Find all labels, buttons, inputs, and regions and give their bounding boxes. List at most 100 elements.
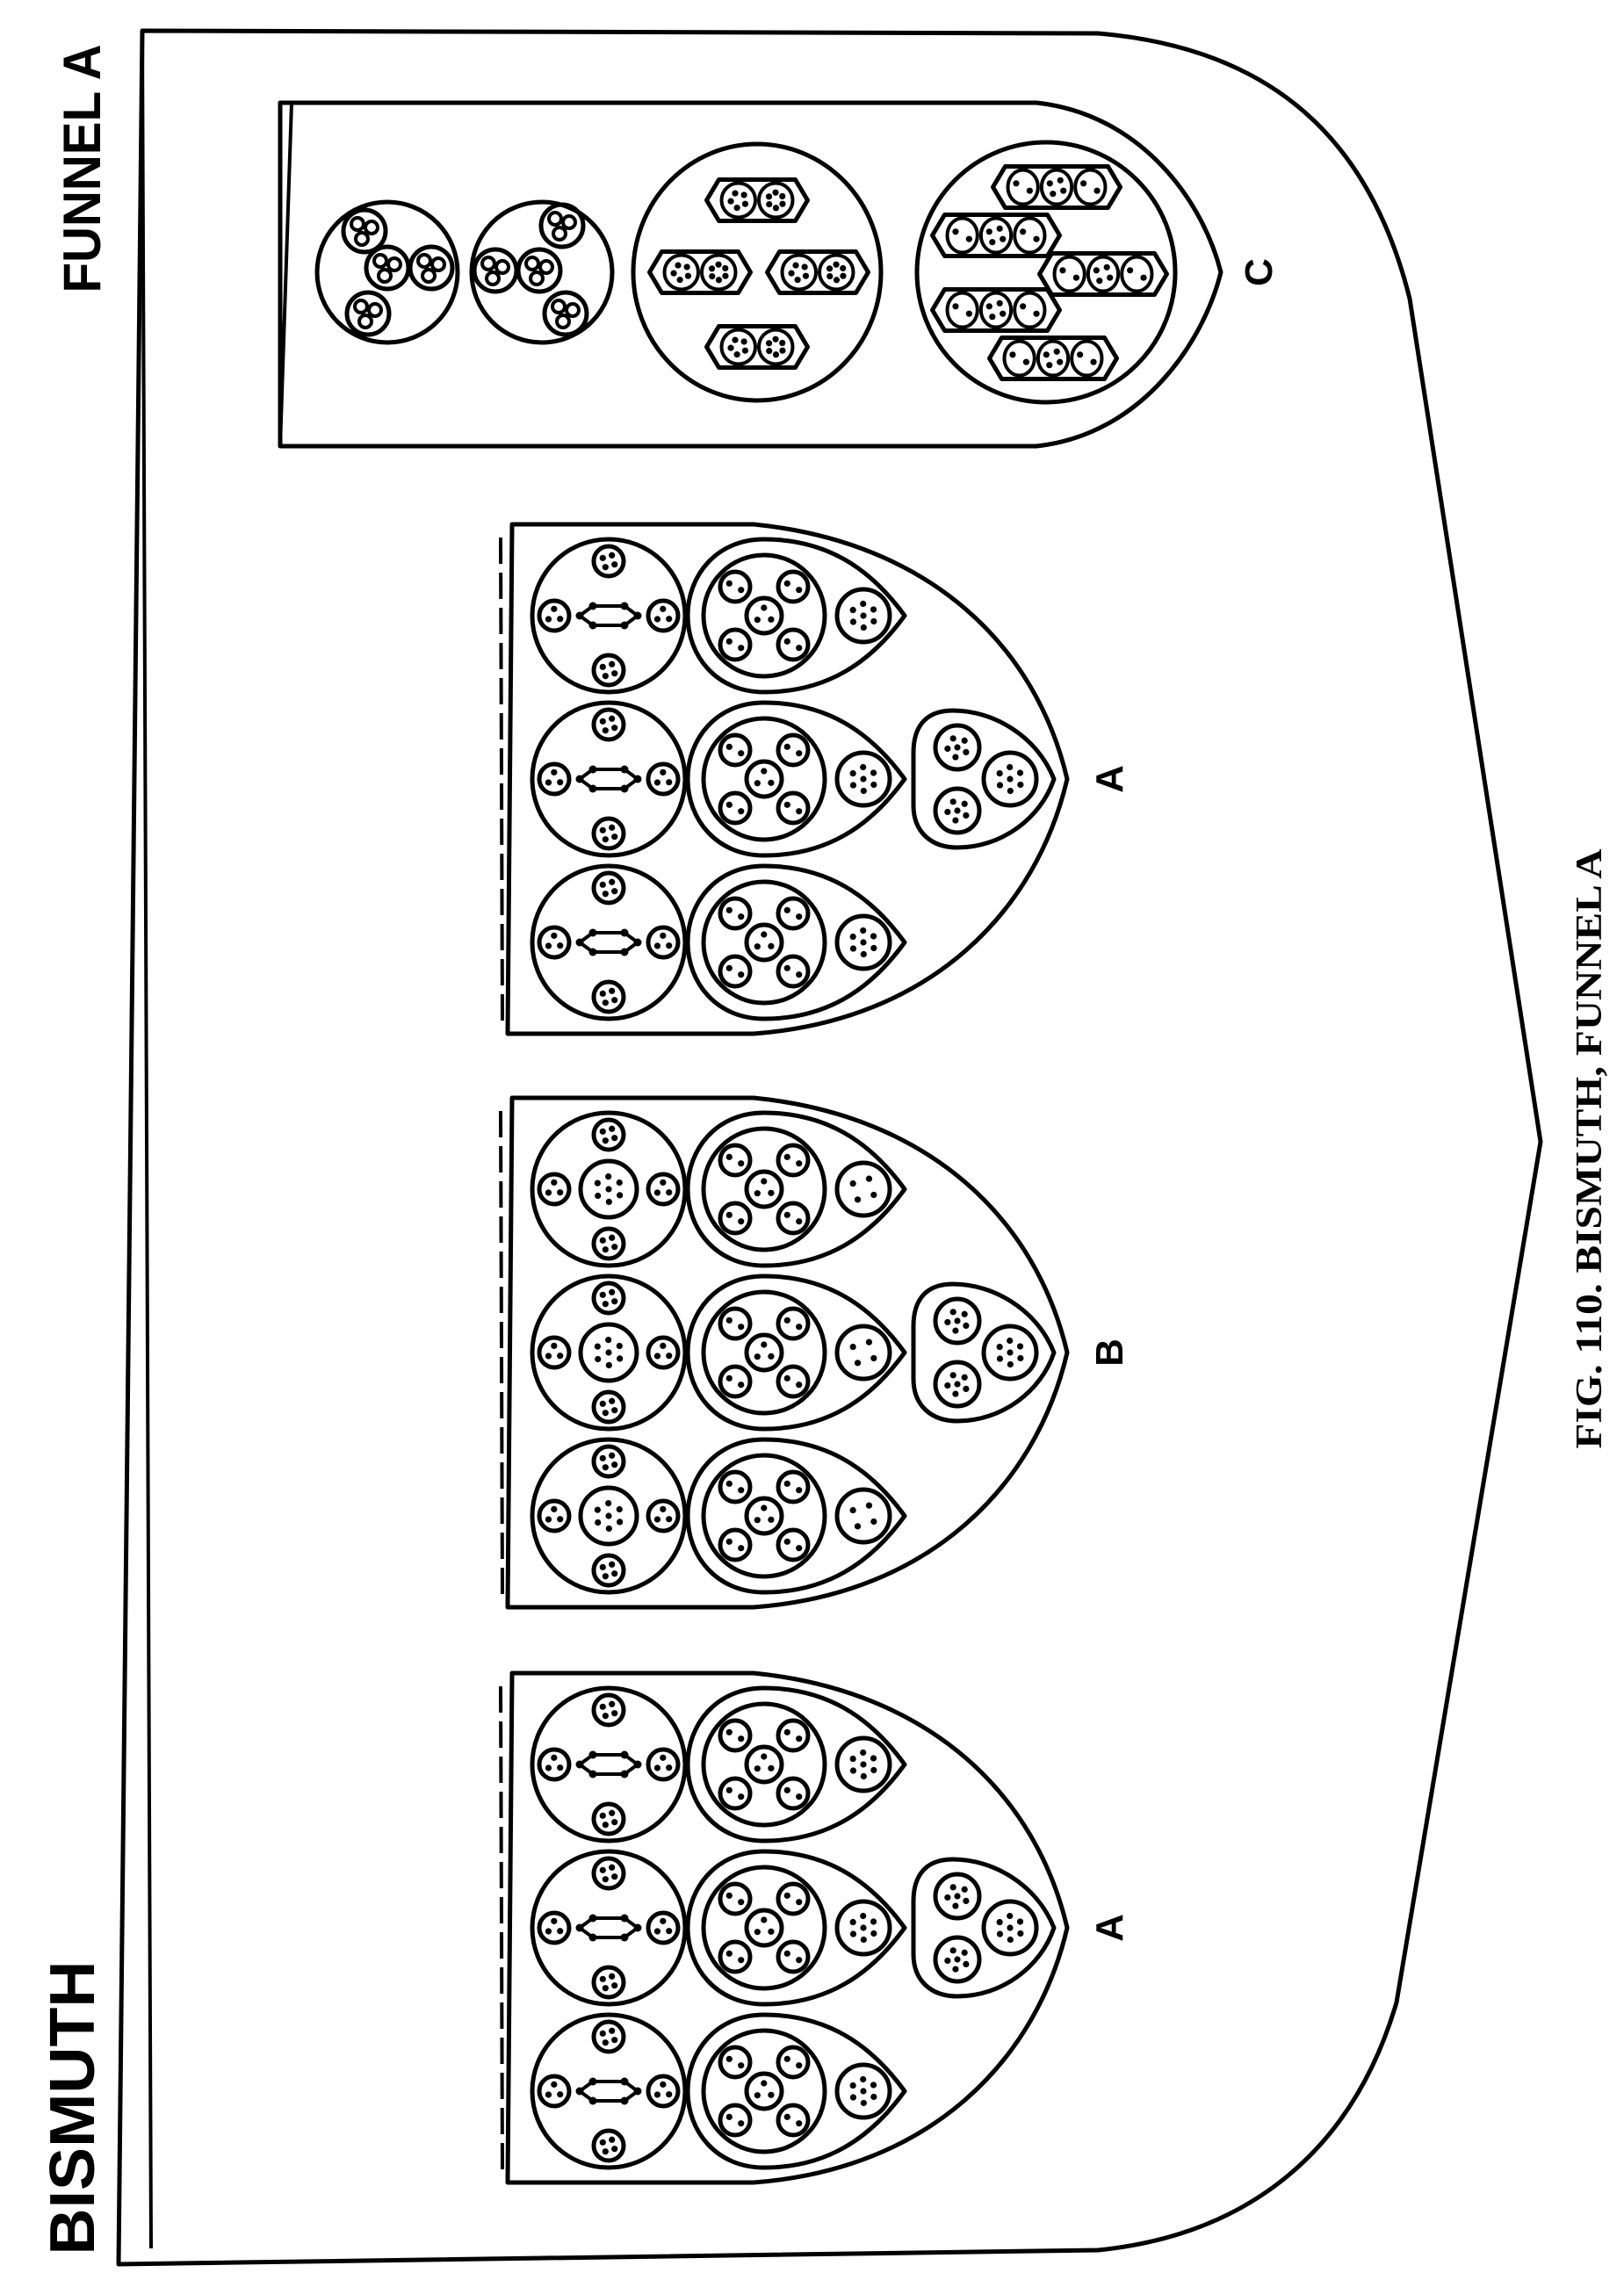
anu-dot bbox=[588, 1750, 597, 1759]
anu-dot bbox=[779, 200, 786, 207]
anu-dot bbox=[870, 617, 877, 625]
ring bbox=[555, 314, 571, 329]
sub-body-outline bbox=[776, 896, 811, 931]
anu-dot bbox=[860, 2075, 867, 2083]
anu-dot bbox=[725, 906, 733, 913]
anu-dot bbox=[599, 718, 606, 725]
ring bbox=[552, 226, 567, 242]
sub-body bbox=[591, 1226, 626, 1261]
anu-dot bbox=[796, 1218, 803, 1225]
sub-body bbox=[776, 1776, 811, 1811]
anu-dot bbox=[765, 193, 773, 200]
teardrop-body bbox=[685, 1273, 907, 1432]
sub-body bbox=[776, 627, 811, 662]
sub-body-outline bbox=[744, 1908, 784, 1948]
anu-dot bbox=[1053, 348, 1060, 355]
sub-body-outline bbox=[933, 1872, 982, 1921]
cross-body-outline bbox=[530, 1110, 688, 1268]
anu-dot bbox=[660, 768, 667, 776]
anu-dot bbox=[602, 2148, 609, 2155]
sub-body bbox=[591, 870, 626, 906]
anu-dot bbox=[754, 1517, 761, 1524]
anu-dot bbox=[732, 190, 739, 197]
sub-body-outline bbox=[537, 598, 572, 633]
anu-dot bbox=[609, 715, 616, 722]
anu-dot bbox=[588, 784, 597, 793]
sub-body bbox=[591, 2019, 626, 2054]
inner-circle bbox=[701, 716, 827, 842]
anu-dot bbox=[989, 239, 996, 246]
anu-dot bbox=[557, 2091, 564, 2098]
sub-body-outline bbox=[776, 569, 811, 604]
group-outline bbox=[505, 1095, 1070, 1610]
anu-dot bbox=[727, 198, 734, 205]
sub-body-outline bbox=[981, 1324, 1039, 1382]
anu-dot bbox=[849, 2082, 856, 2089]
anu-dot bbox=[666, 1353, 673, 1360]
anu-dot bbox=[605, 1173, 612, 1180]
anu-dot bbox=[963, 748, 970, 755]
sub-body bbox=[933, 1296, 982, 1346]
anu-dot bbox=[738, 1793, 745, 1800]
sub-body bbox=[537, 1335, 572, 1370]
cross-body bbox=[530, 1273, 688, 1432]
teardrop-outline bbox=[685, 2012, 907, 2170]
anu-dot bbox=[754, 1929, 761, 1936]
sub-body-outline bbox=[933, 1935, 982, 1984]
sub-body bbox=[591, 816, 626, 851]
sub-body-outline bbox=[1086, 255, 1121, 293]
anu-dot bbox=[599, 1237, 606, 1244]
sub-body bbox=[776, 1201, 811, 1236]
sub-body bbox=[933, 1935, 982, 1984]
anu-dot bbox=[599, 1454, 606, 1461]
group-outline bbox=[505, 522, 1070, 1036]
anu-dot bbox=[860, 1936, 867, 1944]
sub-body bbox=[776, 1881, 811, 1916]
anu-dot bbox=[609, 660, 616, 667]
anu-dot bbox=[849, 782, 857, 789]
sub-body bbox=[718, 1776, 753, 1811]
funnel-c-outline bbox=[278, 100, 1223, 449]
anu-dot bbox=[761, 1753, 768, 1760]
anu-dot bbox=[801, 263, 808, 271]
sub-body bbox=[834, 750, 892, 808]
anu-dot bbox=[588, 948, 597, 956]
anu-dot bbox=[551, 1505, 558, 1512]
anu-dot bbox=[551, 932, 558, 939]
anu-dot bbox=[609, 1397, 616, 1404]
anu-dot bbox=[765, 340, 773, 347]
sub-body bbox=[646, 1335, 681, 1370]
anu-dot bbox=[738, 1545, 745, 1552]
anu-dot bbox=[725, 580, 733, 587]
anu-dot bbox=[653, 2091, 661, 2098]
sub-body-outline bbox=[834, 1487, 892, 1545]
sub-body-outline bbox=[718, 1939, 753, 1974]
sub-body bbox=[718, 1469, 753, 1504]
sub-body-outline bbox=[718, 1469, 753, 1504]
anu-dot bbox=[783, 1211, 790, 1218]
anu-dot bbox=[708, 265, 716, 272]
sub-body-outline bbox=[776, 2103, 811, 2138]
anu-dot bbox=[620, 2077, 629, 2086]
anu-dot bbox=[870, 781, 877, 789]
anu-dot bbox=[854, 1523, 862, 1530]
anu-dot bbox=[944, 808, 951, 816]
anu-dot bbox=[754, 2092, 761, 2099]
sub-body bbox=[591, 1117, 626, 1152]
sub-body bbox=[591, 707, 626, 742]
sub-body-outline bbox=[591, 1226, 626, 1261]
anu-dot bbox=[996, 769, 1003, 777]
sub-body bbox=[776, 954, 811, 989]
sub-body-outline bbox=[662, 253, 700, 292]
anu-dot bbox=[949, 1947, 956, 1954]
anu-dot bbox=[796, 1160, 803, 1167]
sub-body bbox=[981, 750, 1039, 808]
cross-body bbox=[530, 1849, 688, 2007]
sub-body-outline bbox=[646, 1498, 681, 1533]
sub-body-outline bbox=[933, 723, 982, 772]
sub-body bbox=[591, 1389, 626, 1425]
anu-dot bbox=[557, 1516, 564, 1523]
sub-body bbox=[591, 1856, 626, 1891]
teardrop-body bbox=[685, 863, 907, 1021]
anu-dot bbox=[660, 1342, 667, 1349]
